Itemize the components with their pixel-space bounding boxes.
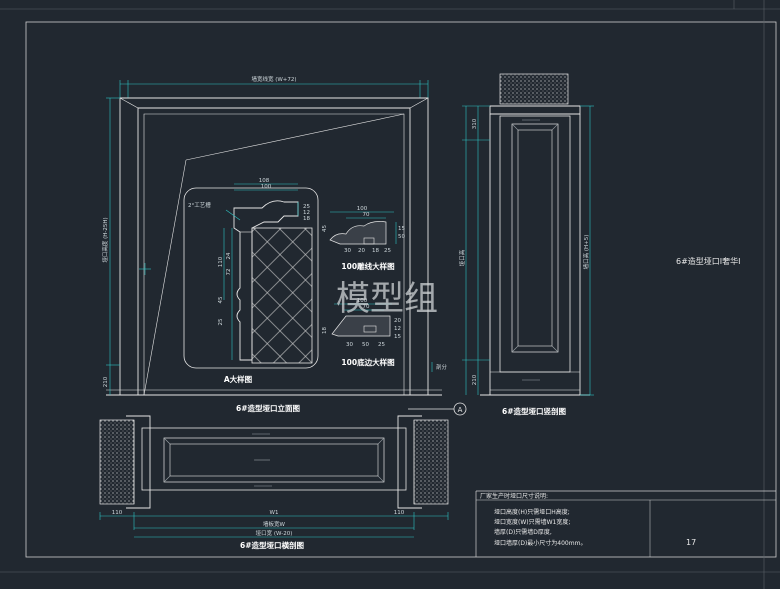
vsec-left-mid: 垭口高 — [458, 249, 466, 266]
detail-a-dim-5: 110 — [218, 256, 224, 267]
section-marker-a[interactable]: 剖分 A — [408, 362, 467, 416]
notes-line-0: 垭口高度(H)只需垭口H高度; — [494, 508, 570, 516]
d100t-dim-8: 25 — [384, 248, 391, 254]
vsec-left-top: 310 — [472, 118, 478, 129]
d100b-dim-8: 25 — [378, 342, 385, 348]
front-top-dim: 墙宽线宽 (W+72) — [251, 75, 296, 83]
hsec-outer: 垭口宽 (W-20) — [256, 529, 293, 537]
d100b-dim-3: 12 — [394, 326, 401, 332]
notes-block: 厂家生产时垭口尺寸说明: 垭口高度(H)只需垭口H高度; 垭口宽度(W)只需墙W… — [480, 492, 696, 547]
d100b-dim-1: 70 — [363, 304, 370, 310]
section-marker-label: A — [458, 406, 463, 414]
horizontal-section-view[interactable]: 110 110 W1 墙板宽W 垭口宽 (W-20) — [99, 415, 449, 538]
detail-a-dim-4: 18 — [303, 216, 310, 222]
notes-title: 厂家生产时垭口尺寸说明: — [480, 492, 548, 500]
d100t-dim-0: 100 — [357, 206, 368, 212]
detail-a-callout[interactable]: 108 100 25 12 18 110 24 72 45 25 2°工艺槽 A… — [183, 178, 319, 384]
detail-100-top[interactable]: 100 70 15 50 30 20 18 45 25 100雕线大样图 — [322, 206, 405, 271]
d100b-title: 100底边大样图 — [341, 357, 395, 367]
hsec-w1: W1 — [270, 510, 279, 516]
detail-a-dim-1: 100 — [261, 184, 272, 190]
watermark: 模型组 — [336, 279, 438, 319]
d100b-dim-6: 50 — [362, 342, 369, 348]
horizontal-section-title: 6#造型垭口横剖图 — [240, 540, 305, 550]
d100b-dim-0: 100 — [357, 298, 368, 304]
front-left-dim: 垭口高度 (H-25H) — [101, 217, 109, 262]
d100t-dim-4: 30 — [344, 248, 351, 254]
hsec-left-dim: 110 — [112, 510, 123, 516]
section-marker-note: 剖分 — [436, 363, 448, 371]
d100t-dim-2: 15 — [398, 226, 405, 232]
vertical-section-title: 6#造型垭口竖剖图 — [502, 406, 567, 416]
notes-line-1: 垭口宽度(W)只需墙W1宽度; — [494, 518, 570, 526]
detail-a-dim-9: 25 — [218, 318, 224, 325]
detail-a-title: A大样图 — [224, 374, 253, 384]
sheet-number: 17 — [686, 538, 696, 547]
detail-a-dim-3: 12 — [303, 210, 310, 216]
detail-a-dim-8: 45 — [218, 296, 224, 303]
detail-a-dim-0: 108 — [259, 178, 270, 184]
d100b-dim-7: 18 — [322, 327, 328, 334]
detail-a-dim-7: 72 — [226, 269, 232, 276]
d100t-dim-1: 70 — [363, 212, 370, 218]
detail-100-bottom[interactable]: 100 70 20 12 15 30 50 18 25 100底边大样图 — [322, 298, 401, 367]
front-left-bottom-dim: 210 — [103, 376, 109, 387]
detail-a-dim-6: 24 — [226, 252, 232, 259]
detail-a-dim-2: 25 — [303, 204, 310, 210]
d100t-dim-5: 20 — [358, 248, 365, 254]
side-title: 6#造型垭口I奢华I — [676, 256, 741, 266]
front-elevation-view[interactable]: 墙宽线宽 (W+72) 垭口高度 (H-25H) 210 — [101, 75, 442, 396]
hsec-inner: 墙板宽W — [263, 520, 286, 528]
d100t-dim-7: 45 — [322, 225, 328, 232]
detail-a-note: 2°工艺槽 — [188, 201, 211, 209]
d100b-dim-2: 20 — [394, 318, 401, 324]
notes-line-3: 垭口墙厚(D)最小尺寸为400mm。 — [494, 539, 586, 547]
d100b-dim-4: 15 — [394, 334, 401, 340]
d100b-dim-5: 30 — [346, 342, 353, 348]
vertical-section-view[interactable]: 310 垭口高 210 墙口高 (H+5) — [458, 73, 594, 396]
d100t-dim-3: 50 — [398, 234, 405, 240]
vsec-right-mid: 墙口高 (H+5) — [582, 235, 590, 270]
hsec-right-dim: 110 — [394, 510, 405, 516]
notes-line-2: 墙厚(D)只需墙D厚度, — [494, 528, 552, 536]
d100t-title: 100雕线大样图 — [341, 261, 395, 271]
vsec-left-bottom: 210 — [472, 374, 478, 385]
front-view-title: 6#造型垭口立面图 — [236, 403, 301, 413]
d100t-dim-6: 18 — [372, 248, 379, 254]
